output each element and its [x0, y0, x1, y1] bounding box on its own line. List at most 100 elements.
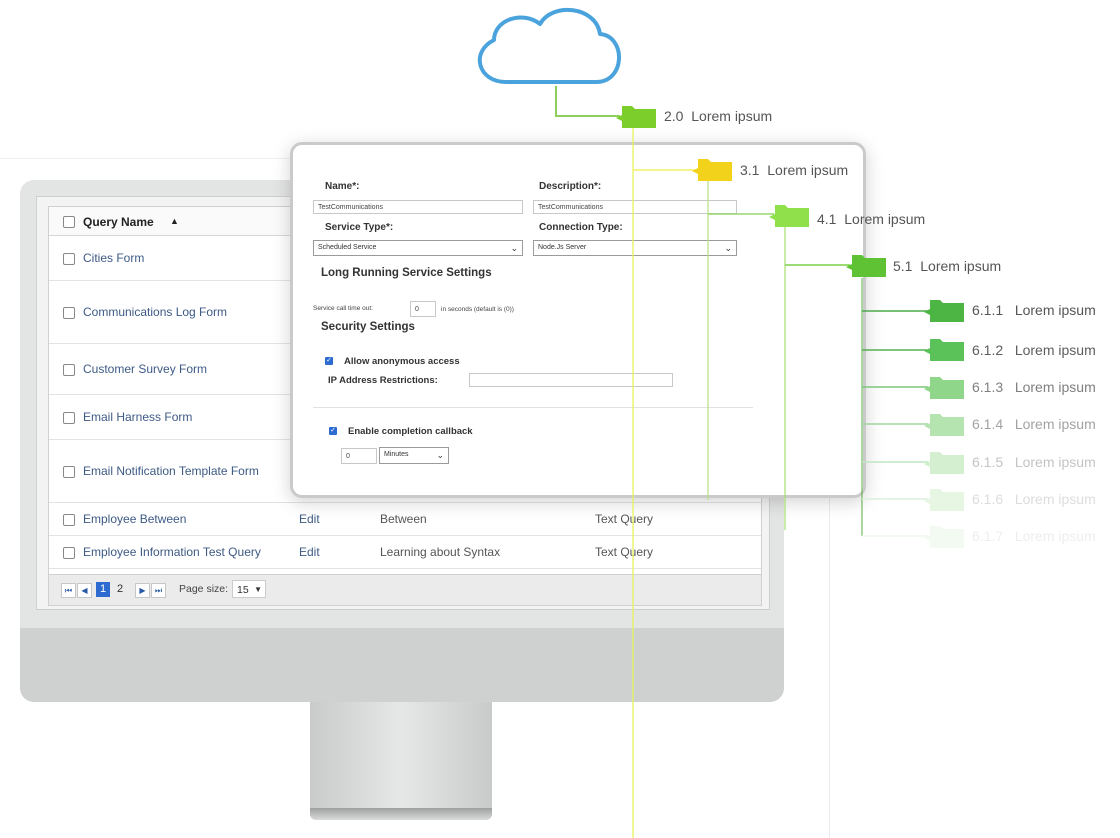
callback-unit-value: Minutes [384, 451, 409, 458]
arrow-head-icon [924, 348, 930, 354]
ip-restrictions-input[interactable] [469, 373, 673, 387]
query-name-link[interactable]: Employee Between [83, 512, 187, 526]
connection-type-value: Node.Js Server [538, 244, 587, 251]
page-1-button[interactable]: 1 [96, 582, 110, 597]
last-page-icon[interactable]: ⏭ [151, 583, 166, 598]
connection-type-label: Connection Type: [539, 222, 623, 233]
query-description: Between [380, 512, 427, 526]
top-divider [0, 158, 300, 159]
table-row[interactable]: Email Notification Template Form [49, 440, 761, 503]
service-settings-dialog: Name*: TestCommunications Description*: … [290, 142, 866, 498]
folder-icon [930, 489, 964, 511]
tree-node-text: Lorem ipsum [1014, 302, 1096, 318]
page-size-value: 15 [237, 584, 249, 596]
query-name-link[interactable]: Communications Log Form [83, 305, 228, 319]
query-name-link[interactable]: Email Notification Template Form [83, 464, 259, 478]
tree-node-6-1-5-label: 6.1.5 Lorem ipsum [972, 454, 1096, 470]
next-page-icon[interactable]: ▶ [135, 583, 150, 598]
tree-node-text: Lorem ipsum [1014, 491, 1096, 507]
section-divider [313, 407, 753, 408]
edit-link[interactable]: Edit [299, 512, 320, 526]
arrow-head-icon [692, 168, 698, 174]
tree-node-number: 4.1 [817, 211, 837, 227]
long-running-section-title: Long Running Service Settings [321, 267, 492, 279]
query-type: Text Query [595, 512, 654, 526]
tree-node-number: 2.0 [664, 108, 684, 124]
monitor-chin [20, 628, 784, 702]
row-checkbox[interactable] [63, 307, 75, 319]
first-page-icon[interactable]: ⏮ [61, 583, 76, 598]
chevron-down-icon: ⌄ [724, 243, 732, 253]
callback-label: Enable completion callback [348, 426, 473, 437]
cloud-icon [477, 7, 621, 84]
tree-node-text: Lorem ipsum [844, 211, 926, 227]
tree-node-6-1-4-label: 6.1.4 Lorem ipsum [972, 416, 1096, 432]
description-label: Description*: [539, 181, 602, 192]
sort-asc-icon[interactable]: ▲ [170, 216, 179, 226]
tree-node-6-1-6-label: 6.1.6 Lorem ipsum [972, 491, 1096, 507]
page-size-select[interactable]: 15▼ [232, 580, 266, 598]
query-name-link[interactable]: Employee Information Test Query [83, 545, 261, 559]
tree-node-text: Lorem ipsum [1014, 379, 1096, 395]
table-row[interactable]: Employee Between Edit Between Text Query [49, 503, 761, 536]
callback-checkbox[interactable]: ✓ [329, 427, 337, 435]
row-checkbox[interactable] [63, 364, 75, 376]
select-all-checkbox[interactable] [63, 216, 75, 228]
callback-input[interactable]: 0 [341, 448, 377, 464]
service-type-select[interactable]: Scheduled Service⌄ [313, 240, 523, 256]
folder-icon [930, 452, 964, 474]
query-name-link[interactable]: Cities Form [83, 251, 145, 265]
tree-node-number: 5.1 [893, 258, 913, 274]
row-checkbox[interactable] [63, 547, 75, 559]
anonymous-checkbox[interactable]: ✓ [325, 357, 333, 365]
ip-restrictions-label: IP Address Restrictions: [328, 375, 438, 386]
edit-link[interactable]: Edit [299, 545, 320, 559]
folder-icon [930, 339, 964, 361]
chevron-down-icon: ⌄ [510, 243, 518, 253]
row-checkbox[interactable] [63, 466, 75, 478]
query-description: Learning about Syntax [380, 545, 501, 559]
row-checkbox[interactable] [63, 412, 75, 424]
tree-node-text: Lorem ipsum [767, 162, 849, 178]
tree-node-6-1-7-label: 6.1.7 Lorem ipsum [972, 528, 1096, 544]
description-input[interactable]: TestCommunications [533, 200, 737, 214]
tree-node-5-1-label: 5.1 Lorem ipsum [893, 258, 1001, 274]
folder-icon [852, 255, 886, 277]
table-row[interactable]: Employee Information Test Query Edit Lea… [49, 536, 761, 569]
tree-node-number: 3.1 [740, 162, 760, 178]
arrow-head-icon [924, 535, 930, 541]
monitor-stand [310, 702, 492, 816]
security-section-title: Security Settings [321, 321, 415, 333]
tree-node-number: 6.1.1 [972, 302, 1004, 318]
query-name-link[interactable]: Customer Survey Form [83, 362, 208, 376]
row-checkbox[interactable] [63, 253, 75, 265]
query-name-header[interactable]: Query Name [83, 215, 154, 229]
tree-node-2-0-label: 2.0 Lorem ipsum [664, 108, 772, 124]
query-name-link[interactable]: Email Harness Form [83, 410, 193, 424]
prev-page-icon[interactable]: ◀ [77, 583, 92, 598]
tree-node-text: Lorem ipsum [691, 108, 773, 124]
folder-icon [930, 414, 964, 436]
grid-pager: ⏮ ◀ 1 2 ▶ ⏭ Page size: 15▼ [49, 574, 761, 605]
folder-icon [930, 300, 964, 322]
tree-node-text: Lorem ipsum [1014, 528, 1096, 544]
tree-node-text: Lorem ipsum [920, 258, 1002, 274]
row-checkbox[interactable] [63, 514, 75, 526]
tree-node-text: Lorem ipsum [1014, 454, 1096, 470]
arrow-head-icon [846, 264, 852, 270]
query-type: Text Query [595, 545, 654, 559]
name-input[interactable]: TestCommunications [313, 200, 523, 214]
tree-node-6-1-3-label: 6.1.3 Lorem ipsum [972, 379, 1096, 395]
monitor-stand-base [310, 808, 492, 820]
arrow-head-icon [924, 498, 930, 504]
connection-type-select[interactable]: Node.Js Server ⌄ [533, 240, 737, 256]
folder-icon [698, 159, 732, 181]
callback-unit-select[interactable]: Minutes⌄ [379, 447, 449, 464]
anonymous-label: Allow anonymous access [344, 356, 460, 367]
tree-node-number: 6.1.2 [972, 342, 1004, 358]
arrow-head-icon [616, 115, 622, 121]
page-2-button[interactable]: 2 [116, 583, 124, 595]
timeout-input[interactable]: 0 [410, 301, 436, 317]
folder-icon [930, 377, 964, 399]
